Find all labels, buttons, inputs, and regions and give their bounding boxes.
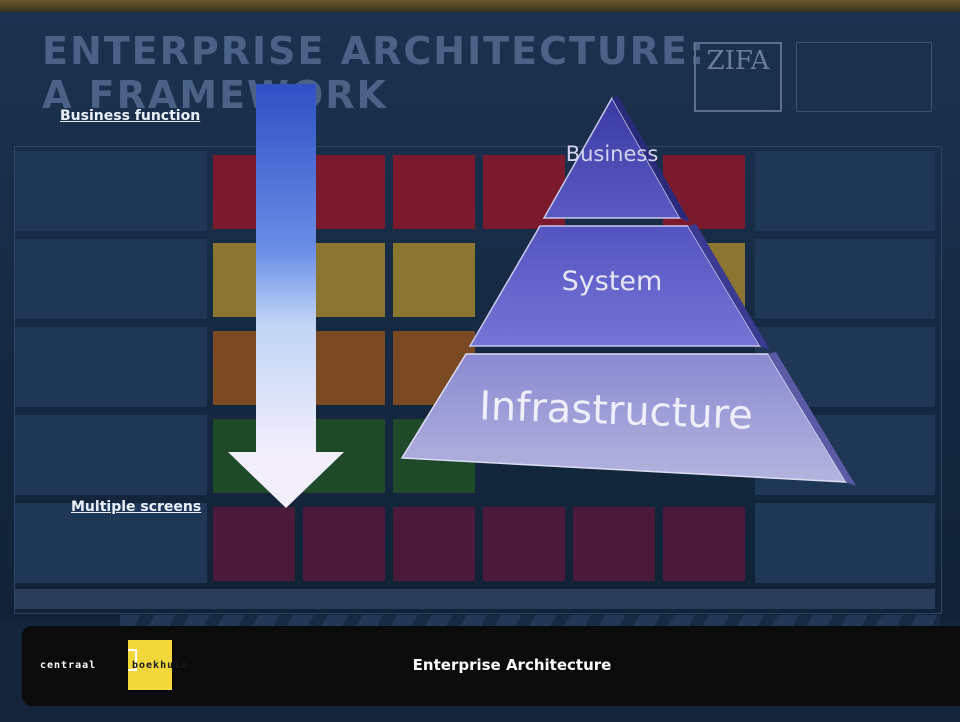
down-arrow xyxy=(228,84,344,508)
business-function-link[interactable]: Business function xyxy=(60,108,201,124)
logo-word-left: centraal xyxy=(40,660,97,671)
zifa-logo: ZIFA xyxy=(694,42,782,112)
grid-cell xyxy=(303,155,385,229)
bottom-margin xyxy=(0,706,960,722)
row-label-technology xyxy=(15,415,207,495)
pyramid xyxy=(400,96,856,486)
framework-backdrop: ENTERPRISE ARCHITECTURE: A FRAMEWORK ZIF… xyxy=(0,12,960,629)
row-label-scope-right xyxy=(755,151,935,231)
grid-cell xyxy=(303,243,385,317)
grid-cell xyxy=(483,507,565,581)
grid-cell xyxy=(393,155,475,229)
grid-cell xyxy=(573,507,655,581)
top-border xyxy=(0,0,960,12)
decorative-stripes xyxy=(120,615,940,629)
functioning-enterprise-row xyxy=(15,589,935,609)
row-label-business xyxy=(15,239,207,319)
contact-box xyxy=(796,42,932,112)
footer-title: Enterprise Architecture xyxy=(412,656,612,674)
row-label-business-right xyxy=(755,239,935,319)
row-label-detailed xyxy=(15,503,207,583)
grid-cell xyxy=(303,507,385,581)
centraal-boekhuis-logo: centraal boekhuis xyxy=(36,640,198,690)
multiple-screens-link[interactable]: Multiple screens xyxy=(71,499,202,515)
backdrop-title-line1: ENTERPRISE ARCHITECTURE: xyxy=(42,29,707,73)
row-label-detailed-right xyxy=(755,503,935,583)
backdrop-title-line2: A FRAMEWORK xyxy=(42,73,388,117)
row-label-system xyxy=(15,327,207,407)
pyramid-label-system: System xyxy=(561,266,663,297)
row-label-scope xyxy=(15,151,207,231)
grid-cell xyxy=(393,243,475,317)
logo-word-right: boekhuis xyxy=(132,660,189,671)
footer-bar: centraal boekhuis Enterprise Architectur… xyxy=(22,626,960,706)
grid-cell xyxy=(663,507,745,581)
grid-cell xyxy=(303,331,385,405)
grid-cell xyxy=(213,507,295,581)
grid-cell xyxy=(393,507,475,581)
pyramid-label-business: Business xyxy=(565,142,659,166)
